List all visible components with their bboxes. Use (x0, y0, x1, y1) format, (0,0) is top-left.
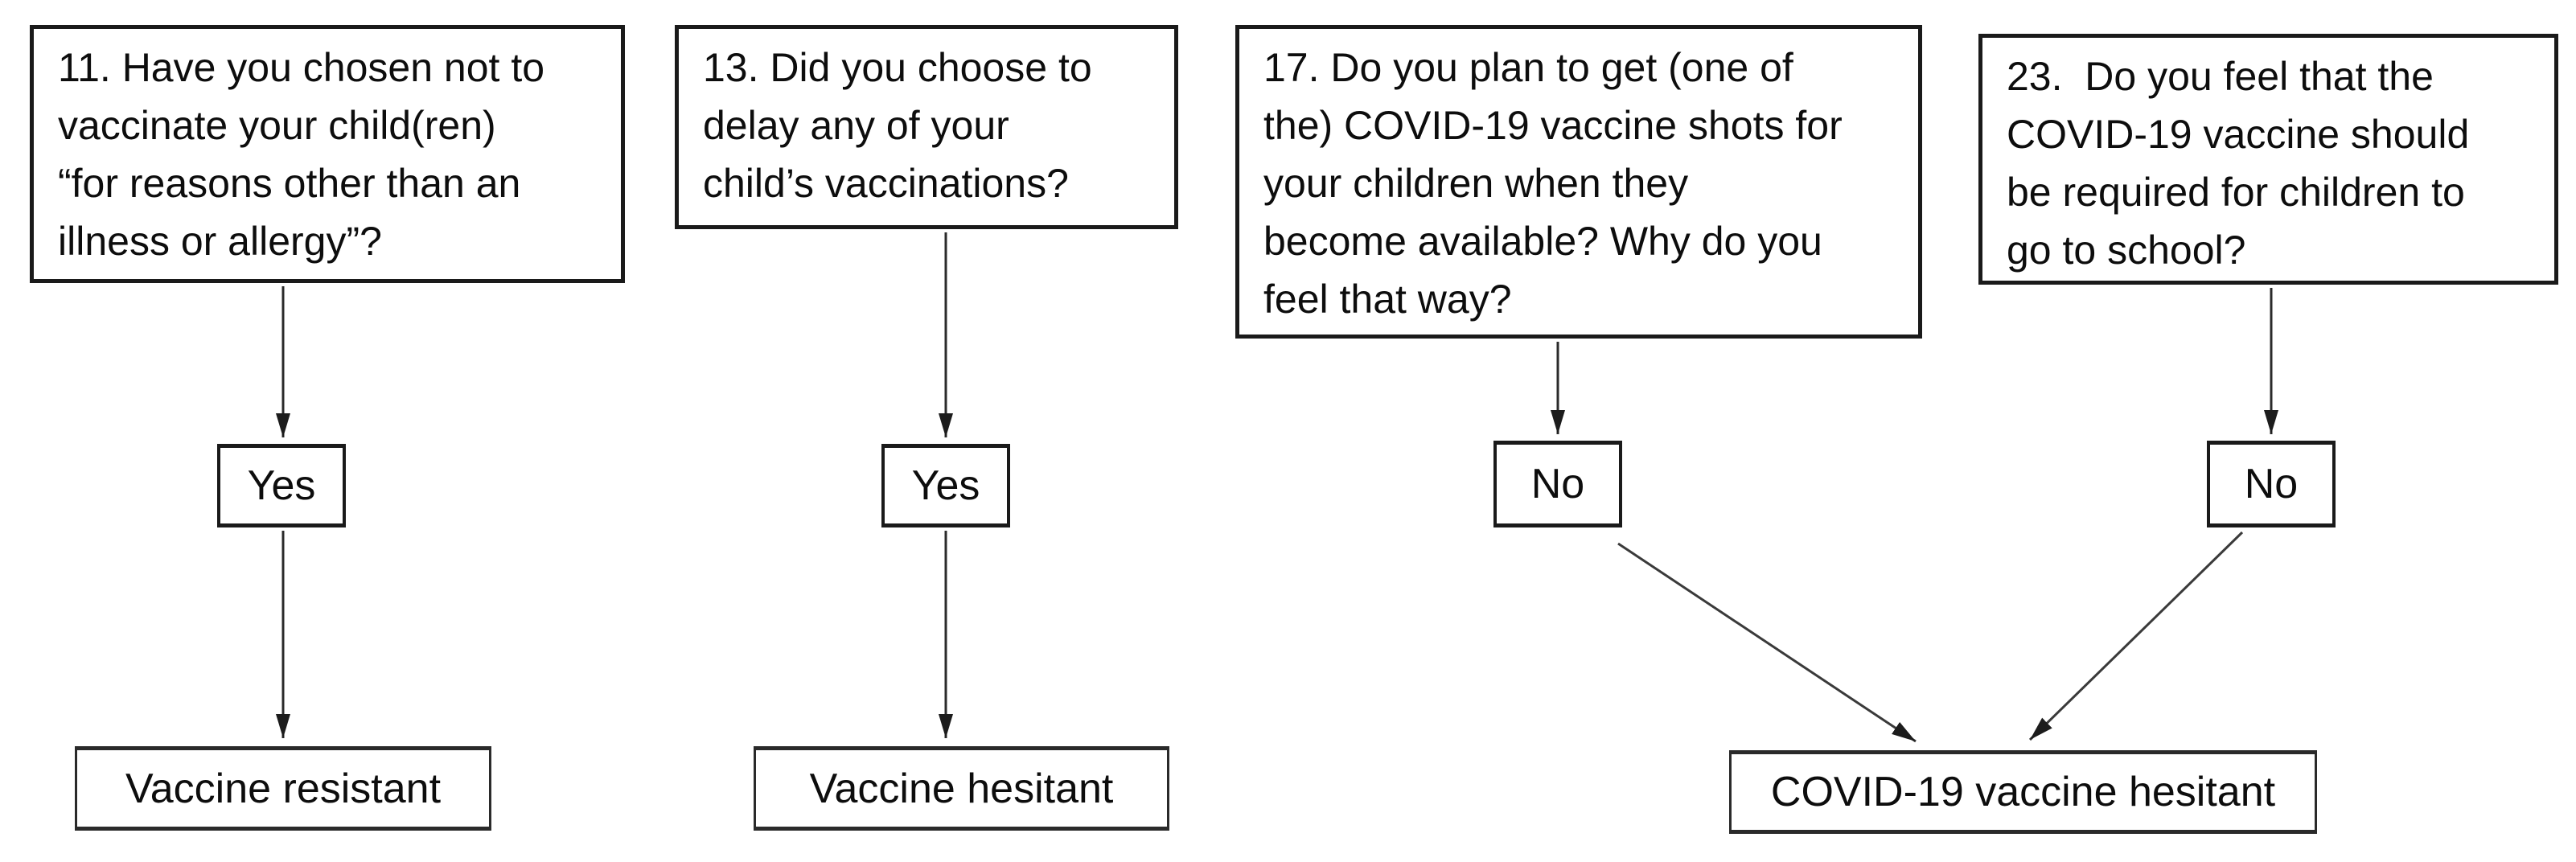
question-box-11: 11. Have you chosen not to vaccinate you… (30, 25, 625, 283)
question-box-17: 17. Do you plan to get (one of the) COVI… (1235, 25, 1922, 339)
arrow-no-to-covid-hesitant-left (1617, 542, 1917, 743)
answer-box-no-2: No (2207, 441, 2336, 527)
arrow-no-to-covid-hesitant-right (2028, 531, 2244, 741)
outcome-box-vaccine-resistant: Vaccine resistant (75, 746, 491, 831)
question-box-23: 23. Do you feel that the COVID-19 vaccin… (1978, 34, 2558, 285)
outcome-box-vaccine-hesitant: Vaccine hesitant (754, 746, 1169, 831)
answer-box-yes-2: Yes (881, 444, 1010, 527)
answer-box-yes-1: Yes (217, 444, 346, 527)
outcome-box-covid19-vaccine-hesitant: COVID-19 vaccine hesitant (1729, 750, 2317, 834)
question-box-13: 13. Did you choose to delay any of your … (675, 25, 1178, 229)
answer-box-no-1: No (1493, 441, 1622, 527)
